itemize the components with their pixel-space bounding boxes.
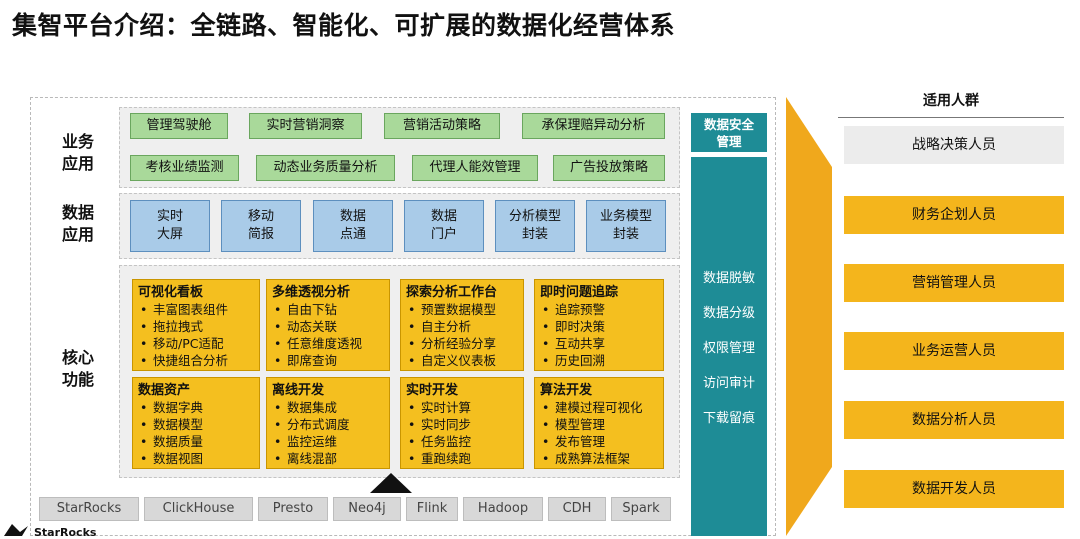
audience-developers: 数据开发人员 [844, 470, 1064, 508]
core-item: 监控运维 [272, 433, 384, 450]
core-explore-workbench: 探索分析工作台 预置数据模型自主分析分析经验分享自定义仪表板 [400, 279, 524, 371]
tech-spark: Spark [611, 497, 671, 521]
core-item: 即时决策 [540, 318, 658, 335]
audience-marketing: 营销管理人员 [844, 264, 1064, 302]
core-item: 互动共享 [540, 335, 658, 352]
business-app-claims-analysis: 承保理赔异动分析 [522, 113, 665, 139]
core-title: 实时开发 [406, 383, 459, 398]
core-item: 建模过程可视化 [540, 399, 658, 416]
security-item-permissions: 权限管理 [702, 341, 755, 356]
audience-operations: 业务运营人员 [844, 332, 1064, 370]
core-item: 成熟算法框架 [540, 450, 658, 467]
core-item: 数据集成 [272, 399, 384, 416]
core-multidim-analysis: 多维透视分析 自由下钻动态关联任意维度透视即席查询 [266, 279, 390, 371]
core-realtime-dev: 实时开发 实时计算实时同步任务监控重跑续跑 [400, 377, 524, 469]
core-item: 实时计算 [406, 399, 518, 416]
core-title: 离线开发 [272, 383, 325, 398]
core-item: 发布管理 [540, 433, 658, 450]
core-offline-dev: 离线开发 数据集成分布式调度监控运维离线混部 [266, 377, 390, 469]
core-item: 分析经验分享 [406, 335, 518, 352]
business-app-cockpit: 管理驾驶舱 [130, 113, 228, 139]
core-item: 历史回溯 [540, 352, 658, 369]
core-title: 数据资产 [138, 383, 191, 398]
tech-presto: Presto [258, 497, 328, 521]
page-title: 集智平台介绍：全链路、智能化、可扩展的数据化经营体系 [12, 11, 676, 40]
tech-cdh: CDH [548, 497, 606, 521]
data-security-column: 数据脱敏 数据分级 权限管理 访问审计 下载留痕 [691, 157, 767, 536]
core-item: 动态关联 [272, 318, 384, 335]
data-app-portal: 数据 门户 [404, 200, 484, 252]
business-app-marketing-insight: 实时营销洞察 [249, 113, 362, 139]
core-title: 可视化看板 [138, 285, 204, 300]
data-app-realtime-screen: 实时 大屏 [130, 200, 210, 252]
up-arrow-icon [370, 473, 412, 493]
core-item: 追踪预警 [540, 301, 658, 318]
tech-neo4j: Neo4j [333, 497, 401, 521]
business-app-performance-monitor: 考核业绩监测 [130, 155, 239, 181]
core-item: 预置数据模型 [406, 301, 518, 318]
data-app-data-point: 数据 点通 [313, 200, 393, 252]
data-security-header: 数据安全 管理 [691, 113, 767, 152]
data-app-mobile-brief: 移动 简报 [221, 200, 301, 252]
core-item: 数据视图 [138, 450, 254, 467]
starrocks-logo-icon [4, 524, 28, 536]
data-app-business-model: 业务模型 封装 [586, 200, 666, 252]
row-label-core: 核心 功能 [61, 348, 94, 389]
core-item: 自由下钻 [272, 301, 384, 318]
core-item: 数据质量 [138, 433, 254, 450]
core-title: 探索分析工作台 [406, 285, 498, 300]
core-title: 多维透视分析 [272, 285, 351, 300]
core-item: 自定义仪表板 [406, 352, 518, 369]
security-item-masking: 数据脱敏 [702, 271, 755, 286]
tech-hadoop: Hadoop [463, 497, 543, 521]
core-item: 数据字典 [138, 399, 254, 416]
core-item: 模型管理 [540, 416, 658, 433]
business-app-quality-analysis: 动态业务质量分析 [256, 155, 395, 181]
core-item: 移动/PC适配 [138, 335, 254, 352]
core-item: 拖拉拽式 [138, 318, 254, 335]
row-label-business: 业务 应用 [61, 132, 94, 173]
core-item: 快捷组合分析 [138, 352, 254, 369]
security-item-audit: 访问审计 [702, 376, 755, 391]
chevron-right-icon [786, 97, 832, 536]
audience-divider [838, 117, 1064, 118]
core-item: 分布式调度 [272, 416, 384, 433]
audience-strategy: 战略决策人员 [844, 126, 1064, 164]
audience-analysts: 数据分析人员 [844, 401, 1064, 439]
core-item: 自主分析 [406, 318, 518, 335]
tech-clickhouse: ClickHouse [144, 497, 253, 521]
row-label-data: 数据 应用 [61, 203, 94, 244]
core-title: 即时问题追踪 [540, 285, 619, 300]
security-item-download-trace: 下载留痕 [702, 411, 755, 426]
business-app-campaign-strategy: 营销活动策略 [384, 113, 500, 139]
audience-finance: 财务企划人员 [844, 196, 1064, 234]
core-data-assets: 数据资产 数据字典数据模型数据质量数据视图 [132, 377, 260, 469]
core-algorithm-dev: 算法开发 建模过程可视化模型管理发布管理成熟算法框架 [534, 377, 664, 469]
core-visual-dashboard: 可视化看板 丰富图表组件拖拉拽式移动/PC适配快捷组合分析 [132, 279, 260, 371]
core-title: 算法开发 [540, 383, 593, 398]
data-app-analysis-model: 分析模型 封装 [495, 200, 575, 252]
business-app-agent-efficiency: 代理人能效管理 [412, 155, 538, 181]
core-issue-tracking: 即时问题追踪 追踪预警即时决策互动共享历史回溯 [534, 279, 664, 371]
core-item: 丰富图表组件 [138, 301, 254, 318]
security-item-classification: 数据分级 [702, 306, 755, 321]
audience-title: 适用人群 [923, 93, 979, 109]
core-item: 离线混部 [272, 450, 384, 467]
logo-text: StarRocks [34, 526, 97, 539]
tech-starrocks: StarRocks [39, 497, 139, 521]
core-item: 任务监控 [406, 433, 518, 450]
core-item: 数据模型 [138, 416, 254, 433]
core-item: 重跑续跑 [406, 450, 518, 467]
business-app-ad-strategy: 广告投放策略 [553, 155, 665, 181]
tech-flink: Flink [406, 497, 458, 521]
core-item: 任意维度透视 [272, 335, 384, 352]
core-item: 实时同步 [406, 416, 518, 433]
core-item: 即席查询 [272, 352, 384, 369]
